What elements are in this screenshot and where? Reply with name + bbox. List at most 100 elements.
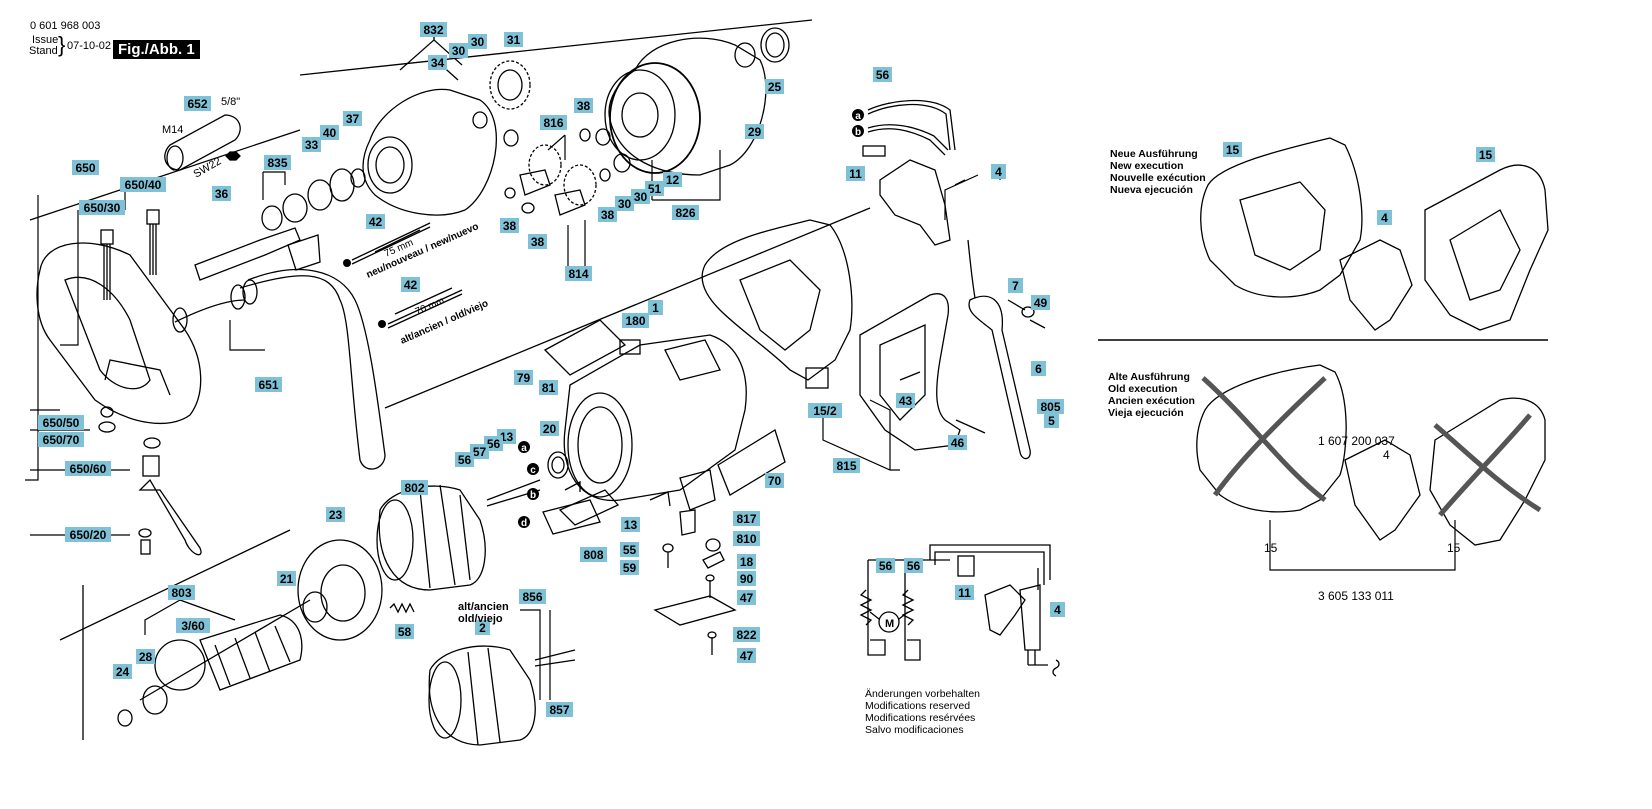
- svg-text:24: 24: [116, 665, 130, 679]
- label-56d: 56: [876, 558, 895, 573]
- label-2: 2: [475, 620, 490, 635]
- svg-text:808: 808: [583, 548, 603, 562]
- label-15-new-right: 15: [1476, 147, 1495, 162]
- label-29: 29: [745, 124, 764, 139]
- svg-text:43: 43: [899, 394, 913, 408]
- wire-marker-b-top: b: [852, 125, 864, 138]
- svg-text:31: 31: [507, 33, 521, 47]
- label-57: 57: [470, 444, 489, 459]
- label-835: 835: [264, 155, 291, 170]
- label-815: 815: [833, 458, 860, 473]
- label-56c: 56: [455, 452, 474, 467]
- label-36: 36: [212, 186, 231, 201]
- svg-text:650/70: 650/70: [43, 433, 80, 447]
- svg-text:650/50: 650/50: [43, 416, 80, 430]
- svg-text:651: 651: [258, 378, 278, 392]
- svg-text:21: 21: [280, 572, 294, 586]
- wire-marker-d: d: [518, 516, 530, 529]
- issue-label: Issue: [32, 34, 59, 46]
- svg-text:30: 30: [634, 190, 648, 204]
- svg-text:832: 832: [423, 23, 443, 37]
- svg-text:650/40: 650/40: [125, 178, 162, 192]
- svg-text:a: a: [521, 443, 527, 454]
- svg-text:38: 38: [503, 219, 517, 233]
- note-line: New execution: [1110, 160, 1184, 172]
- label-42b: 42: [401, 277, 420, 292]
- svg-text:810: 810: [736, 532, 756, 546]
- svg-text:29: 29: [748, 125, 762, 139]
- label-47b: 47: [737, 648, 756, 663]
- svg-text:56: 56: [458, 453, 472, 467]
- label-25: 25: [765, 79, 784, 94]
- label-56-top: 56: [873, 67, 892, 82]
- svg-text:51: 51: [648, 182, 662, 196]
- svg-text:34: 34: [431, 56, 445, 70]
- svg-text:70: 70: [768, 474, 782, 488]
- svg-text:835: 835: [267, 156, 287, 170]
- part-3605-text: 3 605 133 011: [1318, 589, 1394, 603]
- svg-text:4: 4: [995, 165, 1002, 179]
- label-856: 856: [519, 589, 546, 604]
- label-15-2: 15/2: [808, 403, 842, 418]
- svg-text:47: 47: [740, 591, 754, 605]
- stand-label: Stand: [29, 45, 58, 57]
- part-labels: 832 30 30 31 34 25 652 37 40 33 816 38 2…: [38, 22, 1495, 717]
- svg-text:38: 38: [601, 208, 615, 222]
- svg-text:1: 1: [652, 301, 659, 315]
- new-execution-note: Neue Ausführung New execution Nouvelle e…: [1110, 148, 1206, 196]
- svg-text:5: 5: [1048, 414, 1055, 428]
- label-650-70: 650/70: [38, 432, 84, 447]
- svg-text:30: 30: [452, 44, 466, 58]
- svg-text:826: 826: [675, 206, 695, 220]
- label-46: 46: [948, 435, 967, 450]
- label-30c: 30: [615, 196, 634, 211]
- svg-text:803: 803: [171, 586, 191, 600]
- label-180: 180: [622, 313, 649, 328]
- svg-text:28: 28: [139, 650, 153, 664]
- label-13b: 13: [621, 517, 640, 532]
- svg-text:4: 4: [1054, 603, 1061, 617]
- svg-text:15: 15: [1226, 143, 1240, 157]
- svg-text:2: 2: [479, 621, 486, 635]
- svg-text:15/2: 15/2: [813, 404, 837, 418]
- svg-text:18: 18: [740, 555, 754, 569]
- label-40: 40: [320, 125, 339, 140]
- svg-text:3/60: 3/60: [181, 619, 205, 633]
- label-802: 802: [401, 480, 428, 495]
- svg-text:20: 20: [543, 422, 557, 436]
- motor-symbol-text: M: [885, 618, 894, 630]
- n4-old-text: 4: [1383, 448, 1390, 462]
- svg-text:12: 12: [666, 173, 680, 187]
- svg-text:47: 47: [740, 649, 754, 663]
- svg-text:a: a: [855, 111, 861, 122]
- label-33: 33: [302, 137, 321, 152]
- svg-text:25: 25: [768, 80, 782, 94]
- svg-text:37: 37: [346, 112, 360, 126]
- svg-text:36: 36: [215, 187, 229, 201]
- footer-line: Modifications reserved: [865, 700, 971, 712]
- n15-right-text: 15: [1447, 541, 1461, 555]
- svg-text:46: 46: [951, 436, 965, 450]
- svg-text:30: 30: [618, 197, 632, 211]
- svg-text:4: 4: [1381, 211, 1388, 225]
- label-59: 59: [620, 560, 639, 575]
- label-650-50: 650/50: [38, 415, 84, 430]
- note-line: Vieja ejecución: [1108, 407, 1184, 419]
- svg-text:59: 59: [623, 561, 637, 575]
- label-7: 7: [1008, 278, 1023, 293]
- svg-text:13: 13: [624, 518, 638, 532]
- wire-markers: a b a c b d: [518, 109, 864, 529]
- label-11b: 11: [955, 585, 974, 600]
- svg-text:56: 56: [907, 559, 921, 573]
- label-3-60: 3/60: [176, 618, 210, 633]
- label-34: 34: [428, 55, 447, 70]
- svg-text:b: b: [530, 490, 536, 501]
- label-20: 20: [540, 421, 559, 436]
- svg-text:58: 58: [398, 625, 412, 639]
- svg-text:650/20: 650/20: [70, 528, 107, 542]
- note-line: Nueva ejecución: [1110, 184, 1193, 196]
- label-38b: 38: [598, 207, 617, 222]
- label-38d: 38: [528, 234, 547, 249]
- label-70: 70: [765, 473, 784, 488]
- svg-text:79: 79: [517, 371, 531, 385]
